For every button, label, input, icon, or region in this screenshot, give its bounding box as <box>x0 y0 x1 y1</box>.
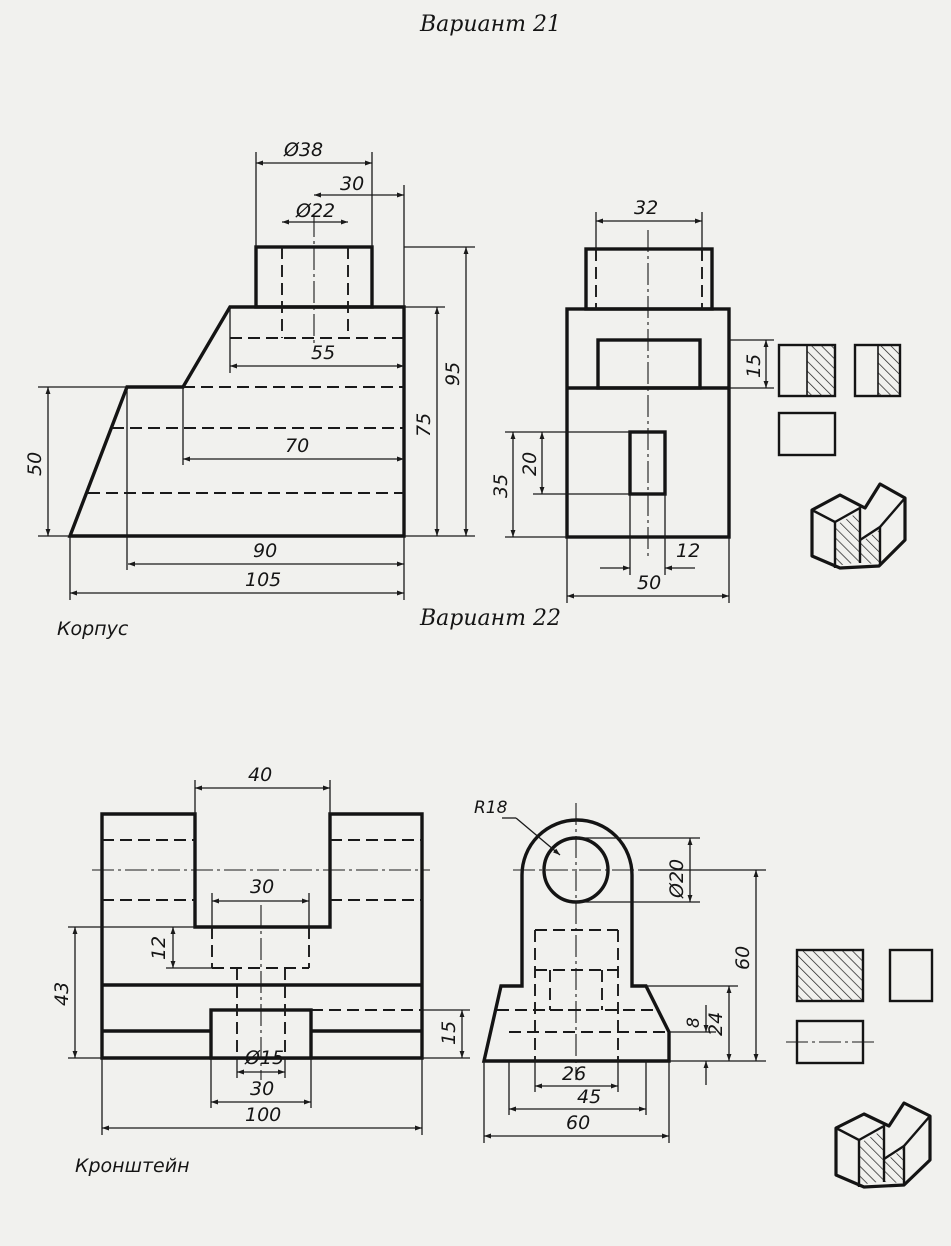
v22-dim-8: 8 <box>684 1017 704 1028</box>
v21-part-name: Корпус <box>57 618 129 640</box>
v22-isometric-icon <box>834 1101 932 1189</box>
v21-dim-95: 95 <box>442 362 464 386</box>
v21-dim-90: 90 <box>253 540 277 562</box>
v21-dim-15: 15 <box>743 354 765 378</box>
v22-dim-dia15: Ø15 <box>244 1047 284 1069</box>
v21-front-view <box>38 152 475 600</box>
v22-dim-40: 40 <box>248 764 272 786</box>
v22-dim-15: 15 <box>438 1021 460 1045</box>
v21-dim-75: 75 <box>413 413 435 437</box>
variant-21-title: Вариант 21 <box>419 12 561 37</box>
v22-dim-43: 43 <box>51 982 73 1006</box>
v21-dim-105: 105 <box>245 569 281 591</box>
v21-dim-20: 20 <box>519 452 541 476</box>
v21-dim-55: 55 <box>311 342 335 364</box>
v22-dim-26: 26 <box>562 1063 586 1085</box>
v22-section-legend <box>786 948 934 1065</box>
v22-dim-100: 100 <box>245 1104 281 1126</box>
v21-isometric-icon <box>810 482 907 570</box>
v21-dim-dia22: Ø22 <box>295 200 335 222</box>
v22-dim-r18: R18 <box>474 798 508 818</box>
v21-dim-35: 35 <box>490 474 512 498</box>
variant-22-title: Вариант 22 <box>419 606 561 631</box>
v21-dim-70: 70 <box>285 435 309 457</box>
v21-dim-12: 12 <box>676 540 700 562</box>
v22-dim-24: 24 <box>705 1012 727 1036</box>
v22-dim-60-vertical: 60 <box>732 946 754 970</box>
v22-part-name: Кронштейн <box>75 1155 190 1177</box>
v21-dim-50-vertical: 50 <box>24 452 46 476</box>
v22-dim-60-horizontal: 60 <box>566 1112 590 1134</box>
v22-dim-45: 45 <box>577 1086 601 1108</box>
v22-dim-30-bottom: 30 <box>250 1078 274 1100</box>
v22-side-view <box>481 803 766 1143</box>
v21-dim-dia38: Ø38 <box>283 139 323 161</box>
v22-dim-30-top: 30 <box>250 876 274 898</box>
v22-dim-dia20: Ø20 <box>666 859 688 899</box>
v21-dim-50-horizontal: 50 <box>637 572 661 594</box>
v21-dim-32: 32 <box>634 197 658 219</box>
v22-front-view <box>68 780 470 1135</box>
v21-section-legend <box>777 343 902 457</box>
v21-dim-30: 30 <box>340 173 364 195</box>
v21-side-view <box>505 212 774 603</box>
v22-dim-12: 12 <box>148 936 170 960</box>
